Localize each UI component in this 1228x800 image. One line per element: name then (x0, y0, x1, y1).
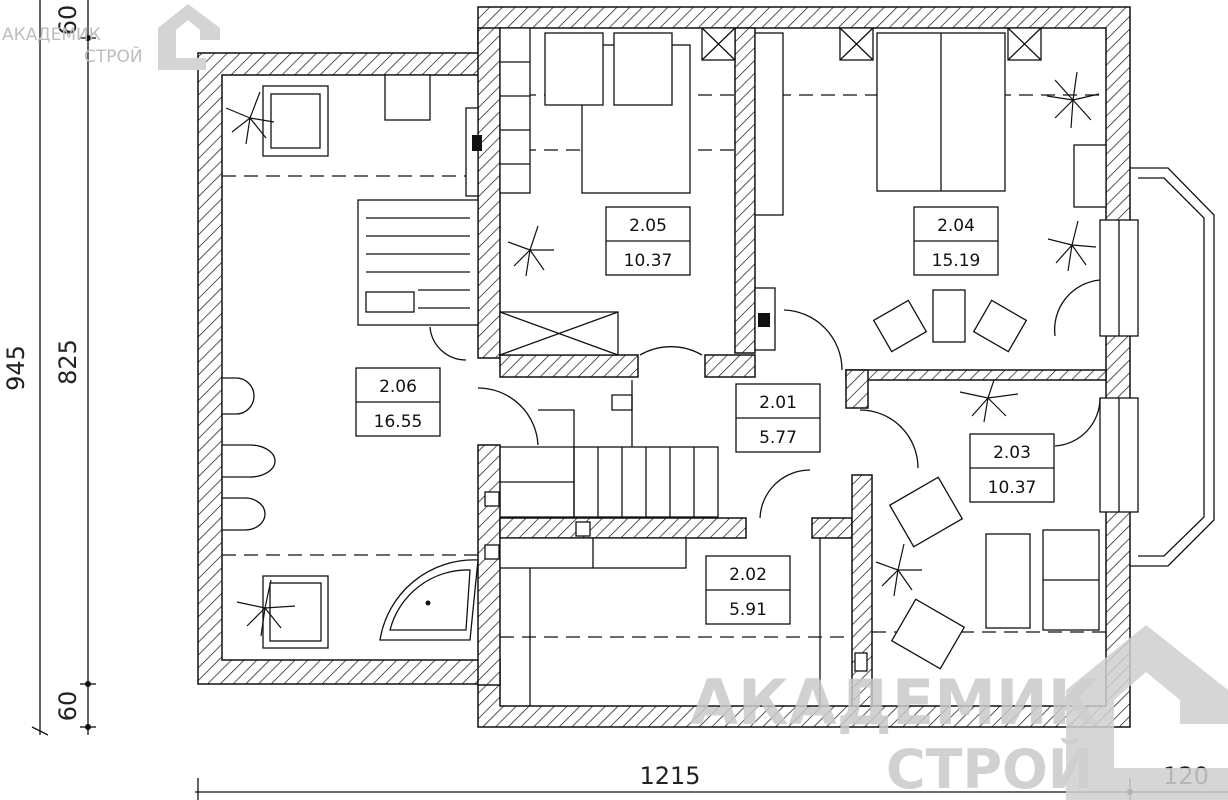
watermark-bottom-right: АКАДЕМИК СТРОЙ (690, 625, 1228, 800)
room-area: 5.77 (759, 428, 797, 448)
room-area: 16.55 (374, 412, 423, 432)
dimension-outer-height: 945 (2, 345, 30, 391)
room-202-furniture (484, 491, 821, 706)
bay-window (1099, 167, 1215, 567)
room-label-2-03: 2.03 10.37 (969, 433, 1055, 503)
room-203-furniture (854, 476, 1100, 672)
room-label-2-01: 2.01 5.77 (735, 383, 821, 453)
watermark-line2: СТРОЙ (84, 45, 143, 67)
room-label-2-05: 2.05 10.37 (605, 206, 691, 276)
room-area: 10.37 (624, 251, 673, 271)
dimension-total-width: 1215 (639, 762, 700, 790)
room-label-2-02: 2.02 5.91 (705, 555, 791, 625)
dimension-inner-height: 825 (54, 339, 82, 385)
doors (429, 279, 1101, 519)
staircase (500, 380, 719, 518)
dimension-bottom-offset: 60 (54, 691, 82, 722)
room-label-2-04: 2.04 15.19 (913, 206, 999, 276)
room-area: 10.37 (988, 478, 1037, 498)
room-number: 2.02 (729, 565, 767, 585)
watermark-house-icon (158, 4, 220, 70)
room-area: 15.19 (932, 251, 981, 271)
watermark-line2: СТРОЙ (886, 738, 1093, 800)
watermark-line1: АКАДЕМИК (2, 25, 101, 45)
bedroom-204-furniture (839, 27, 1107, 353)
bedroom-205-furniture (465, 27, 784, 356)
bathroom-fixtures (221, 74, 479, 649)
room-number: 2.04 (937, 216, 975, 236)
watermark-line1: АКАДЕМИК (690, 666, 1098, 739)
dimension-top-offset: 60 (54, 5, 82, 36)
room-number: 2.01 (759, 393, 797, 413)
watermark-house-icon (1066, 625, 1228, 800)
room-area: 5.91 (729, 600, 767, 620)
watermark-top-left: АКАДЕМИК СТРОЙ (2, 4, 220, 70)
room-number: 2.05 (629, 216, 667, 236)
plant-icons (225, 71, 1100, 637)
room-number: 2.03 (993, 443, 1031, 463)
room-number: 2.06 (379, 377, 417, 397)
room-label-2-06: 2.06 16.55 (355, 367, 441, 437)
